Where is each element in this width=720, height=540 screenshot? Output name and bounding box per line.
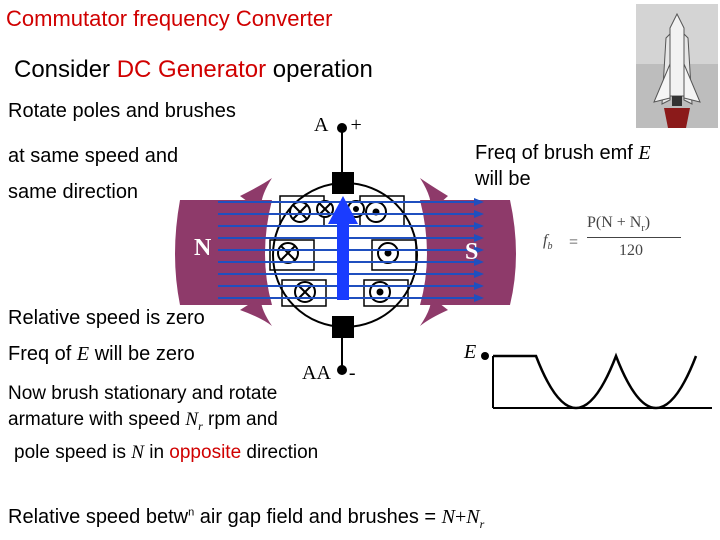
freq-note-line1: Freq of brush emf E [475, 142, 651, 164]
brush-stationary-line1: Now brush stationary and rotate [8, 383, 278, 404]
top-terminal [337, 123, 347, 133]
relative-speed-zero-line2: Freq of E will be zero [8, 343, 195, 365]
left-text-line3: same direction [8, 181, 139, 203]
bottom-brush [332, 316, 354, 338]
slide-title: Commutator frequency Converter [6, 6, 333, 31]
brush-stationary-line3: pole speed is N in opposite direction [14, 442, 319, 463]
rotation-arrow [337, 222, 349, 300]
top-brush [332, 172, 354, 194]
subtitle: Consider DC Generator operation [14, 56, 373, 83]
freq-note-line2: will be [475, 168, 531, 190]
bottom-terminal [337, 365, 347, 375]
south-pole-label: S [465, 239, 479, 265]
rectified-emf-waveform [493, 352, 698, 410]
bottom-statement: Relative speed betwn air gap field and b… [8, 506, 485, 531]
brush-stationary-line2: armature with speed Nr rpm and [8, 409, 278, 433]
top-brush-labels: A+ [314, 114, 362, 136]
left-text-line2: at same speed and [8, 145, 179, 167]
bottom-brush-labels: AA- [302, 362, 356, 384]
subtitle-highlight: DC Generator [116, 56, 267, 83]
relative-speed-zero-line1: Relative speed is zero [8, 307, 205, 329]
left-text-line1: Rotate poles and brushes [8, 100, 236, 122]
north-pole-piece [175, 200, 272, 305]
space-shuttle-image [636, 4, 718, 128]
graph-e-label: E [464, 341, 477, 363]
north-pole-label: N [194, 235, 212, 261]
